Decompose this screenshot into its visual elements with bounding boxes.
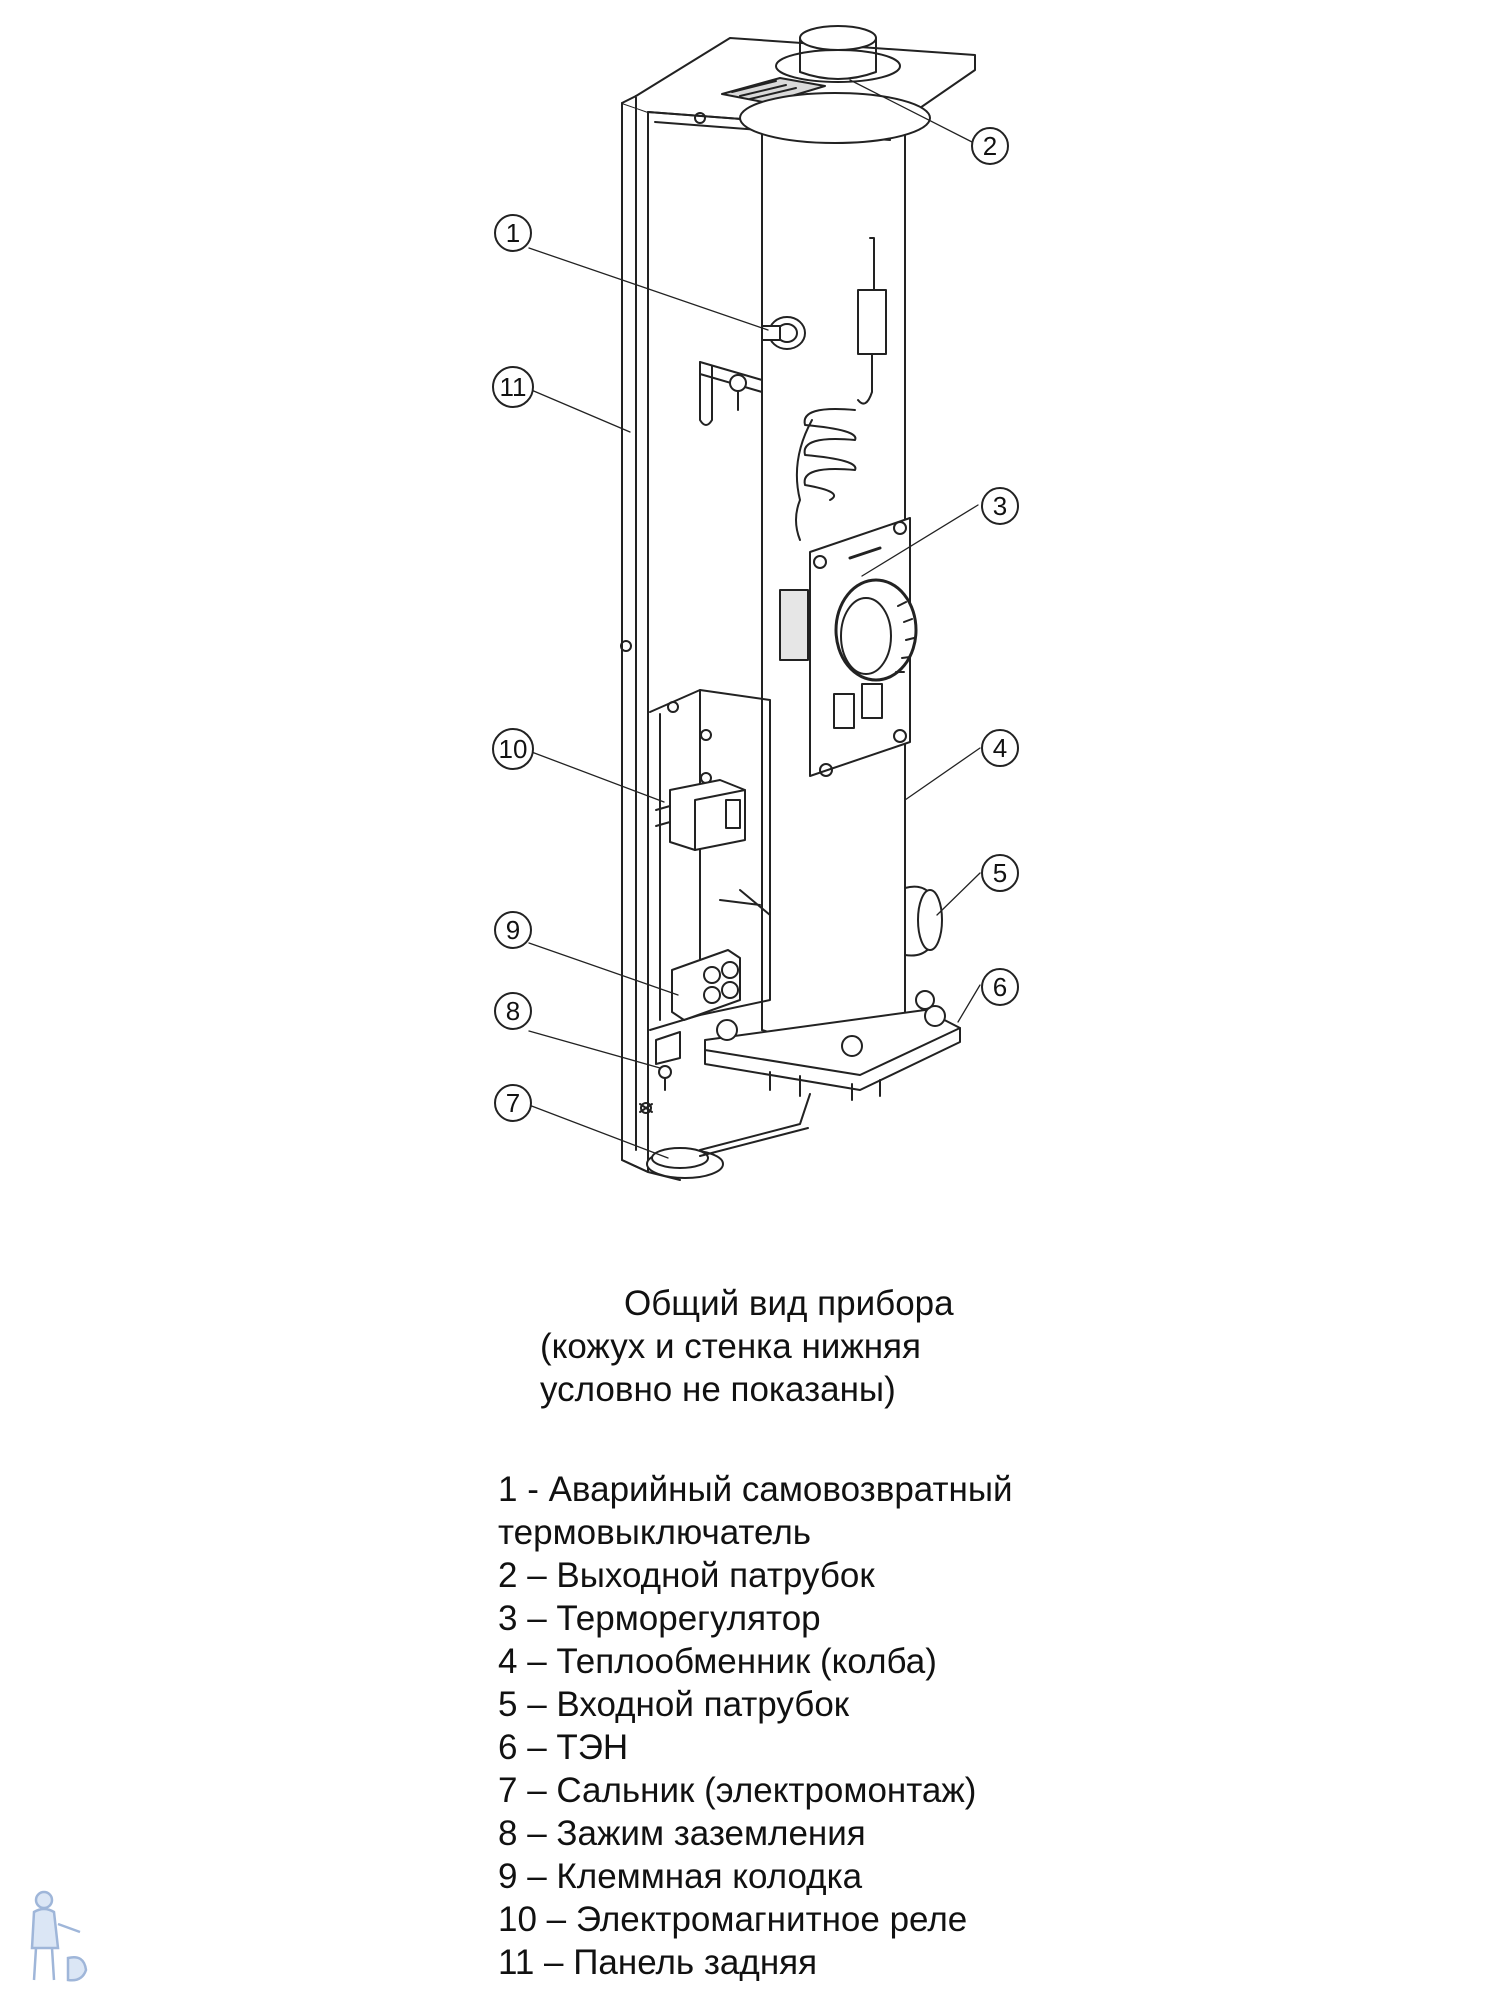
- svg-text:11: 11: [500, 372, 527, 402]
- callout-3: 3: [981, 487, 1019, 525]
- figure-caption: Общий вид прибора (кожух и стенка нижняя…: [540, 1282, 954, 1411]
- svg-text:5: 5: [993, 858, 1007, 888]
- back-panel: [620, 37, 976, 1181]
- svg-text:1: 1: [506, 218, 520, 248]
- inlet-pipe: [904, 885, 943, 957]
- legend-item: 7 – Сальник (электромонтаж): [498, 1771, 977, 1810]
- callout-10: 10: [492, 728, 534, 770]
- heat-exchanger: [739, 92, 931, 1044]
- relay: [655, 779, 746, 851]
- legend-item: 10 – Электромагнитное реле: [498, 1900, 968, 1939]
- terminal-block: [671, 889, 771, 1021]
- callout-9: 9: [494, 911, 532, 949]
- legend-item: 11 – Панель задняя: [498, 1943, 818, 1982]
- svg-text:7: 7: [506, 1088, 520, 1118]
- callout-5: 5: [981, 854, 1019, 892]
- parts-legend: 1 - Аварийный самовозвратный термовыключ…: [498, 1468, 1013, 1984]
- boiler-diagram: 1 2 3 4 5 6 7 8 9 10 11: [492, 25, 1019, 1181]
- svg-text:9: 9: [506, 915, 520, 945]
- legend-item: 2 – Выходной патрубок: [498, 1556, 875, 1595]
- legend-item: 1 - Аварийный самовозвратный: [498, 1470, 1013, 1509]
- thermostat-panel: [779, 517, 918, 777]
- callout-11: 11: [492, 366, 534, 408]
- caption-line: (кожух и стенка нижняя: [540, 1327, 921, 1366]
- svg-text:2: 2: [983, 131, 997, 161]
- callout-2: 2: [971, 127, 1009, 165]
- ground-clamp: [655, 1031, 681, 1091]
- legend-item: 5 – Входной патрубок: [498, 1685, 850, 1724]
- svg-text:4: 4: [993, 733, 1007, 763]
- legend-item: 4 – Теплообменник (колба): [498, 1642, 937, 1681]
- caption-line: условно не показаны): [540, 1370, 896, 1409]
- svg-text:3: 3: [993, 491, 1007, 521]
- svg-text:6: 6: [993, 972, 1007, 1002]
- outlet-pipe: [775, 25, 901, 83]
- callout-4: 4: [981, 729, 1019, 767]
- legend-item: термовыключатель: [498, 1513, 811, 1552]
- capillary-sensor: [795, 237, 887, 541]
- legend-item: 9 – Клеммная колодка: [498, 1857, 863, 1896]
- callout-6: 6: [981, 968, 1019, 1006]
- leader-lines: [528, 79, 981, 1159]
- callout-1: 1: [494, 214, 532, 252]
- legend-item: 8 – Зажим заземления: [498, 1814, 866, 1853]
- plumber-logo-icon: [30, 1890, 88, 1982]
- legend-item: 3 – Терморегулятор: [498, 1599, 821, 1638]
- callout-7: 7: [494, 1084, 532, 1122]
- heating-element-flange: [704, 990, 961, 1101]
- cable-gland: [646, 1093, 811, 1179]
- callout-8: 8: [494, 992, 532, 1030]
- svg-text:8: 8: [506, 996, 520, 1026]
- legend-item: 6 – ТЭН: [498, 1728, 629, 1767]
- thermal-switch: [699, 316, 806, 426]
- svg-text:10: 10: [499, 734, 528, 764]
- caption-line: Общий вид прибора: [624, 1284, 954, 1323]
